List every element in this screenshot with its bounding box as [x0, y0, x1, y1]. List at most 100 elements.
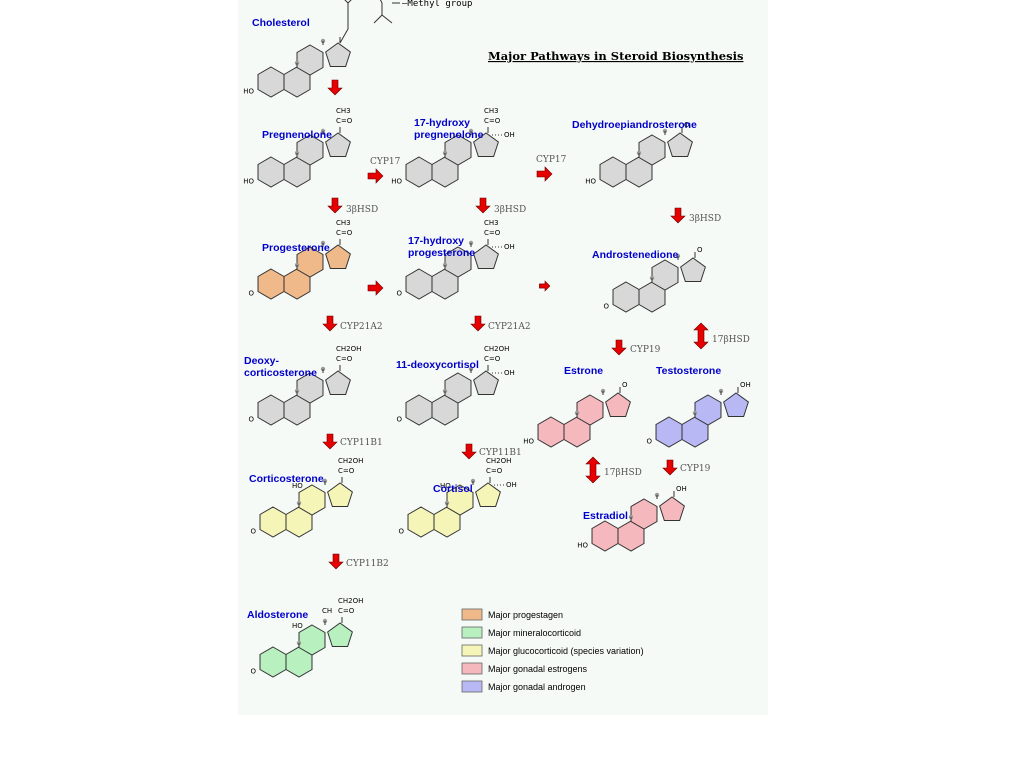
molecule-dhea: HOO: [585, 121, 693, 188]
arrow-hydroxypregnenolone-to-dhea: [536, 166, 553, 182]
enzyme-label-deoxycorticosterone-to-corticosterone: CYP11B1: [340, 438, 383, 448]
arrow-progesterone-to-hydroxyprogesterone: [367, 280, 384, 296]
compound-name-testosterone: Testosterone: [656, 365, 721, 377]
ring-c: [296, 134, 324, 166]
ring-c: [296, 372, 324, 404]
compound-name-cholesterol: Cholesterol: [252, 17, 310, 29]
ring-d: [327, 622, 353, 648]
compound-name-estrone: Estrone: [564, 365, 603, 377]
diagram-title: Major Pathways in Steroid Biosynthesis: [488, 49, 743, 63]
ring-c: [298, 624, 326, 656]
cholesterol-tail: —Methyl group: [339, 0, 472, 44]
group-c21: CH2OH: [338, 457, 363, 465]
group-c17: O: [697, 246, 703, 254]
group-ring-a: HO: [243, 88, 254, 96]
group-ring-a: O: [396, 290, 402, 298]
ring-d: [325, 42, 351, 68]
compound-name-cortisol: Cortisol: [433, 483, 473, 495]
ring-a: [257, 156, 285, 188]
group-carbonyl: C=O: [336, 355, 353, 363]
ring-c: [296, 246, 324, 278]
compound-name-dhea: Dehydroepiandrosterone: [572, 119, 697, 131]
arrow-dhea-to-androstenedione: [670, 207, 686, 224]
methyl-group-label: —Methyl group: [402, 0, 472, 9]
group-ring-a: O: [248, 290, 254, 298]
group-c21: CH2OH: [486, 457, 511, 465]
arrow-hydroxyprogesterone-to-deoxycortisol: [470, 315, 486, 332]
ring-a: [259, 506, 287, 538]
molecule-estrone: HOO: [523, 381, 631, 448]
group-c21: CH3: [484, 219, 499, 227]
arrow-pregnenolone-to-hydroxypregnenolone: [367, 168, 384, 184]
compound-name-hydroxypregnenolone: pregnenolone: [414, 129, 484, 141]
legend-label-estrogen: Major gonadal estrogens: [488, 664, 588, 674]
arrow-pregnenolone-to-progesterone: [327, 197, 343, 214]
ring-c: [444, 246, 472, 278]
ring-d: [473, 132, 499, 158]
ring-a: [407, 506, 435, 538]
ring-a: [599, 156, 627, 188]
group-c17: O: [684, 121, 690, 129]
arrow-androstenedione-to-estrone: [611, 339, 627, 356]
ring-a: [257, 66, 285, 98]
group-ring-a: O: [250, 528, 256, 536]
ring-d: [723, 392, 749, 418]
group-carbonyl: C=O: [484, 355, 501, 363]
group-carbonyl: C=O: [484, 117, 501, 125]
compound-name-hydroxyprogesterone: 17-hydroxy: [408, 235, 464, 247]
compound-name-corticosterone: Corticosterone: [249, 473, 324, 485]
enzyme-label-pregnenolone-to-hydroxypregnenolone: CYP17: [370, 157, 401, 167]
group-ring-a: HO: [577, 542, 588, 550]
ring-d: [325, 370, 351, 396]
molecule-testosterone: OOH: [646, 381, 751, 448]
arrow-cholesterol-to-pregnenolone: [327, 79, 343, 96]
enzyme-label-androstenedione-to-estrone: CYP19: [630, 345, 661, 355]
group-ring-a: O: [398, 528, 404, 536]
legend-swatch-estrogen: [461, 662, 483, 675]
group-c21: CH2OH: [336, 345, 361, 353]
molecule-cholesterol: HO: [243, 37, 351, 98]
compound-name-deoxycorticosterone: Deoxy-: [244, 355, 280, 367]
group-carbonyl: C=O: [486, 467, 503, 475]
ring-c: [694, 394, 722, 426]
group-c17-oh: OH: [504, 369, 515, 377]
ring-a: [591, 520, 619, 552]
group-c11: HO: [440, 482, 451, 490]
group-c11: HO: [292, 622, 303, 630]
legend-swatch-progestagen: [461, 608, 483, 621]
ring-c: [444, 134, 472, 166]
arrow-hydroxyprogesterone-to-androstenedione: [539, 280, 551, 292]
ring-a: [655, 416, 683, 448]
group-carbonyl: C=O: [336, 229, 353, 237]
ring-d: [605, 392, 631, 418]
molecule-androstenedione: OO: [603, 246, 706, 313]
enzyme-label-hydroxypregnenolone-to-dhea: CYP17: [536, 155, 567, 165]
group-c21: CH2OH: [338, 597, 363, 605]
arrow-estrone-to-estradiol: [585, 456, 601, 484]
ring-a: [257, 394, 285, 426]
group-c21: CH2OH: [484, 345, 509, 353]
ring-d: [659, 496, 685, 522]
group-c17: OH: [740, 381, 751, 389]
arrow-testosterone-to-estradiol: [662, 459, 678, 476]
ring-a: [259, 646, 287, 678]
legend-swatch-glucocorticoid: [461, 644, 483, 657]
enzyme-label-estrone-to-estradiol: 17βHSD: [604, 468, 642, 478]
methyl-dot: [294, 60, 300, 66]
compound-name-deoxycortisol: 11-deoxycortisol: [396, 359, 479, 371]
enzyme-label-corticosterone-to-aldosterone: CYP11B2: [346, 559, 389, 569]
compound-name-androstenedione: Androstenedione: [592, 249, 678, 261]
ring-d: [327, 482, 353, 508]
arrow-deoxycortisol-to-cortisol: [461, 443, 477, 460]
arrow-progesterone-to-deoxycorticosterone: [322, 315, 338, 332]
compound-name-aldosterone: Aldosterone: [247, 609, 308, 621]
ring-c: [446, 484, 474, 516]
